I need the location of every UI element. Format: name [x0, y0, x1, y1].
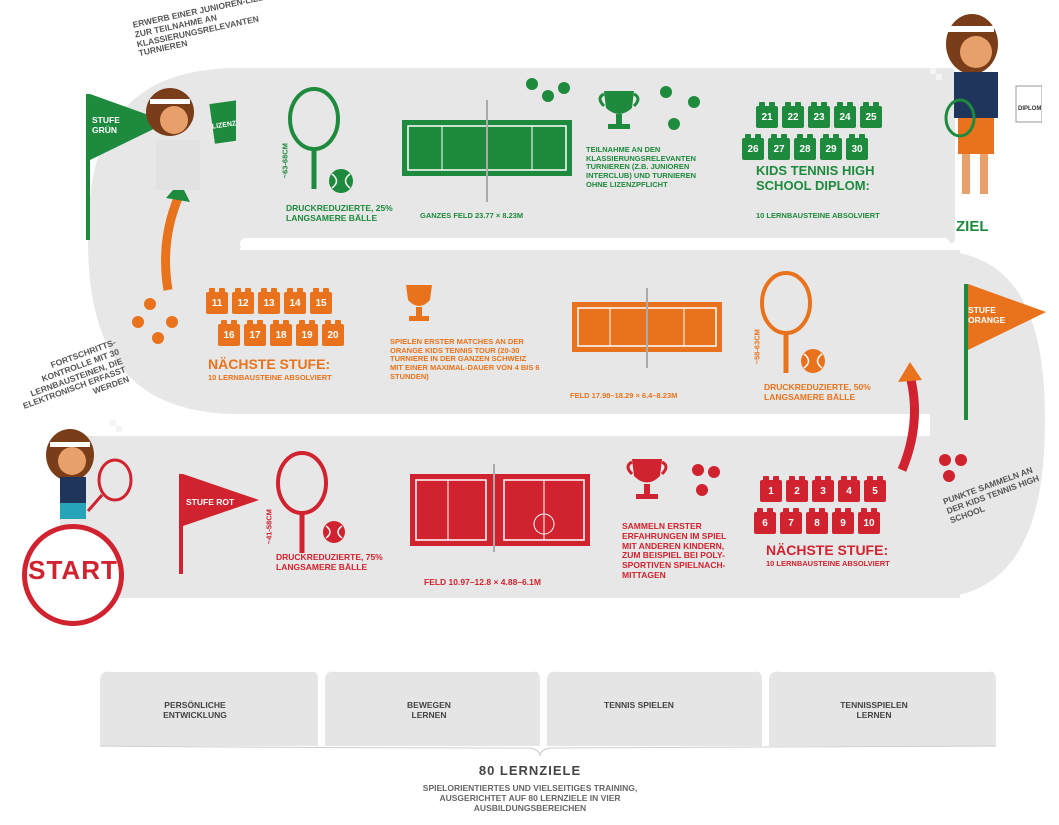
diploma-badge: DIPLOM [1018, 106, 1042, 112]
trophy-red [626, 459, 668, 499]
block-30: 30 [846, 134, 868, 160]
racket-green [288, 87, 340, 189]
block-2: 2 [786, 476, 808, 502]
block-4: 4 [838, 476, 860, 502]
trophy-orange-text: SPIELEN ERSTER MATCHES AN DER ORANGE KID… [390, 337, 540, 381]
category-personal-development: PERSÖNLICHE ENTWICKLUNG [163, 700, 227, 721]
ball-red [323, 521, 345, 543]
diploma-sub: 10 LERNBAUSTEINE ABSOLVIERT [756, 211, 880, 220]
kid-start-illustration [46, 429, 133, 519]
block-7: 7 [780, 508, 802, 534]
next-red-sub: 10 LERNBAUSTEINE ABSOLVIERT [766, 559, 890, 568]
diploma-title: KIDS TENNIS HIGH SCHOOL DIPLOM: [756, 163, 875, 193]
block-21: 21 [756, 102, 778, 128]
block-24: 24 [834, 102, 856, 128]
next-orange-sub: 10 LERNBAUSTEINE ABSOLVIERT [208, 373, 332, 382]
block-11: 11 [206, 288, 228, 314]
categories-band [100, 671, 997, 757]
block-16: 16 [218, 320, 240, 346]
trophy-orange [406, 285, 432, 321]
block-29: 29 [820, 134, 842, 160]
block-5: 5 [864, 476, 886, 502]
blocks-green: 21 22 23 24 25 26 27 28 29 30 [742, 98, 896, 168]
balls-orange-cluster [132, 298, 178, 344]
block-20: 20 [322, 320, 344, 346]
flag-orange-label: STUFE ORANGE [968, 305, 1006, 325]
racket-orange [760, 271, 812, 373]
block-22: 22 [782, 102, 804, 128]
ball-green-text: DRUCKREDUZIERTE, 25% LANGSAMERE BÄLLE [286, 203, 393, 223]
block-14: 14 [284, 288, 306, 314]
ball-green [329, 169, 353, 193]
block-9: 9 [832, 508, 854, 534]
racket-green-size: ~63-68cm [280, 143, 290, 179]
block-19: 19 [296, 320, 318, 346]
trophy-green [598, 91, 640, 129]
flag-green [86, 94, 168, 240]
footer-subtitle: SPIELORIENTIERTES UND VIELSEITIGES TRAIN… [422, 783, 638, 813]
category-tennis-learning: TENNISSPIELEN LERNEN [840, 700, 908, 721]
flag-red [179, 474, 259, 574]
flag-orange [964, 284, 1046, 420]
court-green [402, 100, 572, 202]
start-circle [22, 524, 124, 626]
racket-orange-size: ~58-63cm [752, 329, 762, 365]
arrow-orange-to-green [161, 182, 190, 291]
balls-red-cluster [692, 464, 720, 496]
block-12: 12 [232, 288, 254, 314]
block-17: 17 [244, 320, 266, 346]
racket-red-size: ~41-58cm [264, 509, 274, 545]
arrow-red-to-orange [897, 362, 922, 472]
footer-title: 80 LERNZIELE [478, 763, 582, 778]
block-27: 27 [768, 134, 790, 160]
block-8: 8 [806, 508, 828, 534]
next-orange-title: NÄCHSTE STUFE: [208, 356, 331, 372]
balls-green-trophy [660, 86, 700, 130]
block-1: 1 [760, 476, 782, 502]
trophy-green-text: TEILNAHME AN DEN KLASSIERUNGSRELEVANTEN … [586, 145, 696, 189]
block-25: 25 [860, 102, 882, 128]
court-green-text: GANZES FELD 23.77 × 8.23m [420, 211, 524, 220]
kid-green-illustration [146, 88, 236, 190]
block-15: 15 [310, 288, 332, 314]
block-13: 13 [258, 288, 280, 314]
racket-red [276, 451, 328, 553]
balls-green-court [526, 78, 570, 102]
block-26: 26 [742, 134, 764, 160]
next-red-title: NÄCHSTE STUFE: [766, 542, 889, 558]
block-10: 10 [858, 508, 880, 534]
block-28: 28 [794, 134, 816, 160]
ball-red-text: DRUCKREDUZIERTE, 75% LANGSAMERE BÄLLE [276, 552, 383, 572]
block-6: 6 [754, 508, 776, 534]
ball-orange-text: DRUCKREDUZIERTE, 50% LANGSAMERE BÄLLE [764, 382, 871, 402]
balls-points-cluster [939, 454, 967, 482]
category-movement: BEWEGEN LERNEN [407, 700, 451, 721]
block-18: 18 [270, 320, 292, 346]
flag-red-label: STUFE ROT [186, 497, 235, 507]
block-3: 3 [812, 476, 834, 502]
start-label: START [28, 555, 118, 585]
blocks-red: 1 2 3 4 5 6 7 8 9 10 [754, 470, 890, 540]
court-red-text: FELD 10.97–12.8 × 4.88–6.1m [424, 577, 541, 587]
court-orange-text: FELD 17.98–18.29 × 6.4–8.23m [570, 391, 678, 400]
court-orange [572, 288, 722, 368]
kid-goal-illustration [944, 14, 1042, 194]
trophy-red-text: SAMMELN ERSTER ERFAHRUNGEN IM SPIEL MIT … [622, 521, 727, 580]
block-23: 23 [808, 102, 830, 128]
flag-green-label: STUFE GRÜN [92, 115, 120, 135]
ball-orange [801, 349, 825, 373]
goal-label: ZIEL [956, 218, 989, 235]
court-red [410, 464, 590, 552]
blocks-orange: 11 12 13 14 15 16 17 18 19 20 [206, 286, 346, 356]
category-tennis-play: TENNIS SPIELEN [604, 700, 674, 710]
